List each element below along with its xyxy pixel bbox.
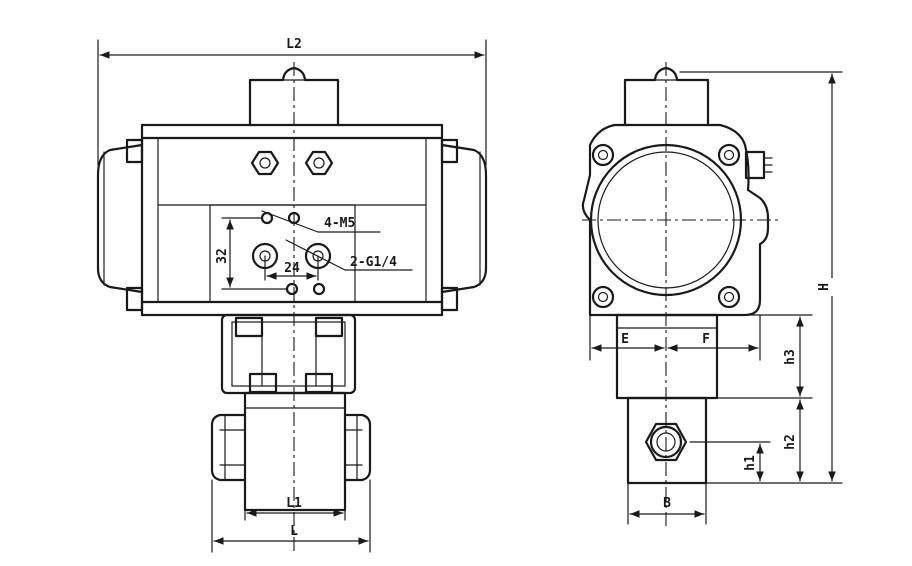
dimension-e-f: E F xyxy=(589,314,761,361)
dimension-h2: h2 xyxy=(783,399,804,482)
dimension-32: 32 xyxy=(215,217,288,290)
side-housing xyxy=(581,123,773,317)
dimension-h3: h3 xyxy=(783,316,804,397)
front-view: L2 xyxy=(96,34,488,555)
dim-label-l2: L2 xyxy=(286,37,302,52)
dim-label-h: H xyxy=(817,283,832,291)
side-valve-body xyxy=(626,396,708,485)
dimension-l2: L2 xyxy=(97,34,487,166)
side-view: E F B h1 h2 h3 xyxy=(581,62,843,530)
dim-label-32: 32 xyxy=(215,248,230,264)
right-end-cap xyxy=(440,138,488,312)
top-hex-nuts xyxy=(250,150,334,176)
dim-label-h3: h3 xyxy=(783,349,798,365)
dim-label-f: F xyxy=(702,332,710,347)
dimension-l: L xyxy=(211,479,371,553)
dim-label-h2: h2 xyxy=(783,434,798,450)
dim-label-24: 24 xyxy=(284,261,300,276)
dimension-h1: h1 xyxy=(743,443,764,482)
dimension-24: 24 xyxy=(264,255,319,281)
left-end-cap xyxy=(96,138,144,312)
callout-label-4-m5: 4-M5 xyxy=(324,216,355,231)
side-bracket xyxy=(615,313,719,400)
callout-2-g14: 2-G1/4 xyxy=(285,239,413,271)
valve-body xyxy=(210,391,372,512)
side-corner-bolts xyxy=(591,143,741,309)
dimension-b: B xyxy=(627,482,707,525)
dimension-l1: L1 xyxy=(244,479,346,521)
dim-label-b: B xyxy=(663,496,671,511)
callout-label-2-g14: 2-G1/4 xyxy=(350,255,397,270)
actuator-body xyxy=(140,123,444,317)
mounting-bracket xyxy=(220,313,357,395)
callout-4-m5: 4-M5 xyxy=(261,210,381,233)
dim-label-h1: h1 xyxy=(743,455,758,471)
dim-label-l1: L1 xyxy=(286,496,302,511)
dim-label-e: E xyxy=(621,332,629,347)
dimension-h: H xyxy=(817,73,840,482)
